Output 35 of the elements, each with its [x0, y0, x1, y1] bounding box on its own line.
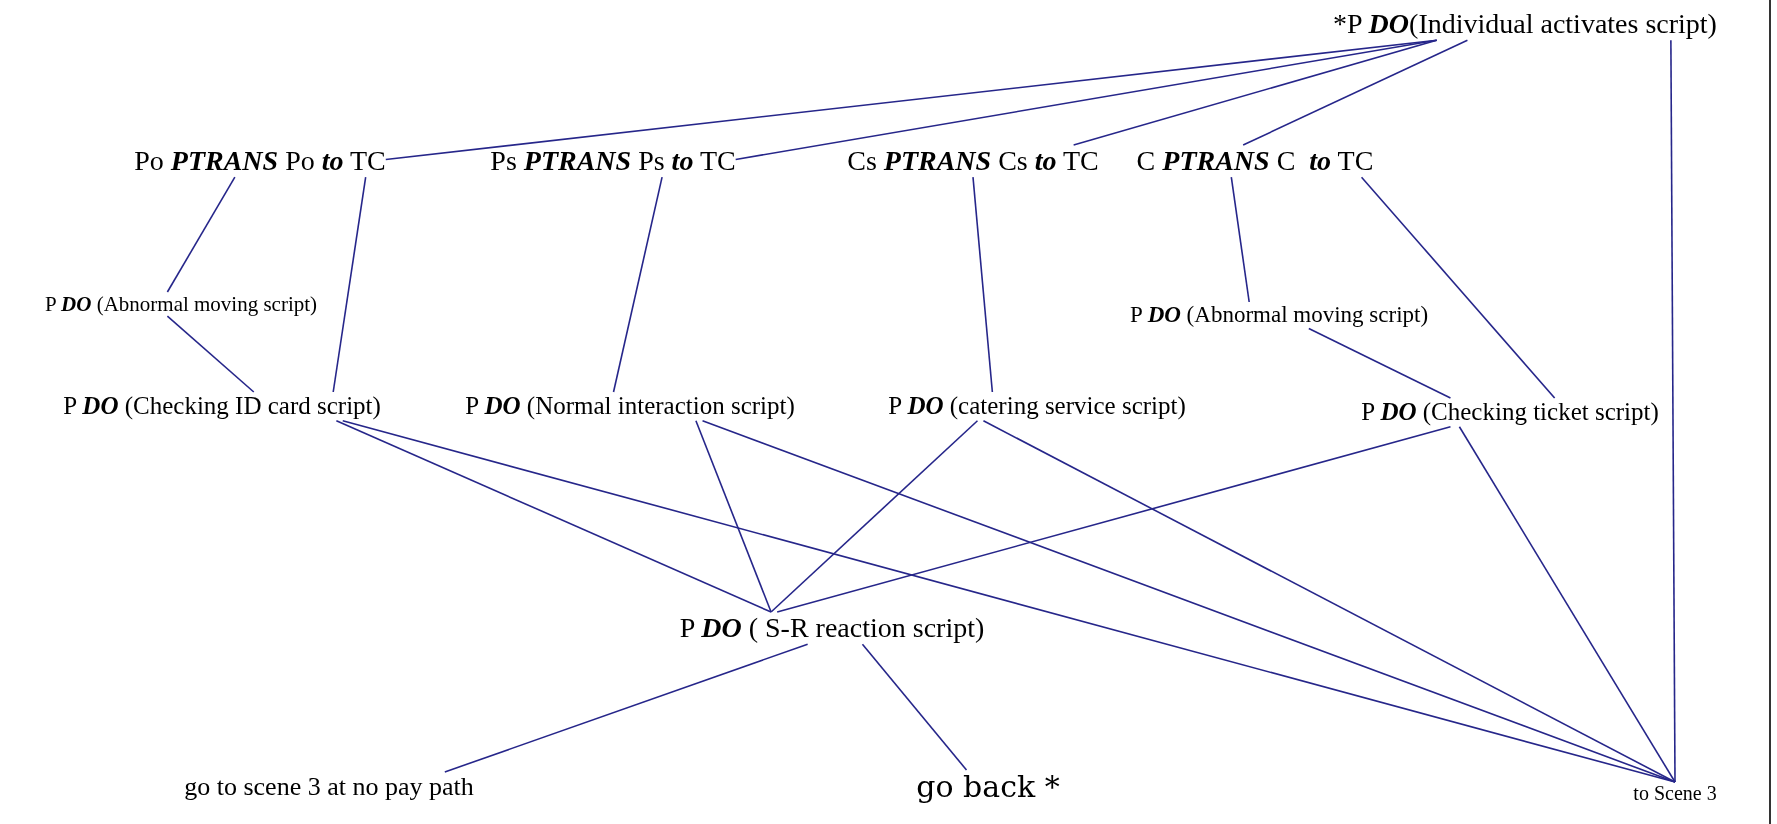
connector-line: [1458, 425, 1676, 783]
connector-line: [166, 176, 236, 293]
node-label: go back *: [916, 770, 1060, 805]
connector-line: [1308, 327, 1452, 399]
connector-line: [1230, 176, 1250, 303]
node-label: to Scene 3: [1633, 782, 1717, 805]
node-label: Ps PTRANS Ps to TC: [490, 145, 736, 178]
connector-line: [612, 176, 663, 393]
connector-line: [1242, 39, 1469, 146]
connector-line: [972, 176, 994, 393]
node-label: P DO (Abnormal moving script): [44, 292, 318, 317]
connector-line: [770, 419, 979, 613]
node-label: P DO ( S-R reaction script): [679, 612, 985, 645]
node-label: P DO (Normal interaction script): [465, 392, 795, 421]
node-label: P DO (Abnormal moving script): [1129, 302, 1429, 329]
connector-line: [1670, 39, 1676, 783]
connector-line: [335, 419, 772, 613]
connector-line: [734, 39, 1438, 161]
connector-line: [1072, 39, 1438, 146]
connector-line: [776, 425, 1452, 613]
node-label: Po PTRANS Po to TC: [134, 145, 386, 178]
node-label: Cs PTRANS Cs to TC: [847, 145, 1099, 178]
node-label: *P DO(Individual activates script): [1333, 8, 1717, 41]
node-label: P DO (catering service script): [888, 392, 1186, 421]
node-label: P DO (Checking ID card script): [63, 392, 381, 421]
connector-line: [861, 643, 968, 771]
connector-line: [444, 643, 809, 773]
node-label: C PTRANS C to TC: [1136, 145, 1374, 178]
connector-line: [1360, 176, 1556, 399]
connector-line: [695, 419, 772, 613]
node-label: P DO (Checking ticket script): [1361, 398, 1659, 427]
connector-line: [982, 419, 1676, 783]
connector-line: [166, 315, 255, 393]
node-label: go to scene 3 at no pay path: [184, 772, 474, 802]
connector-line: [332, 176, 367, 393]
